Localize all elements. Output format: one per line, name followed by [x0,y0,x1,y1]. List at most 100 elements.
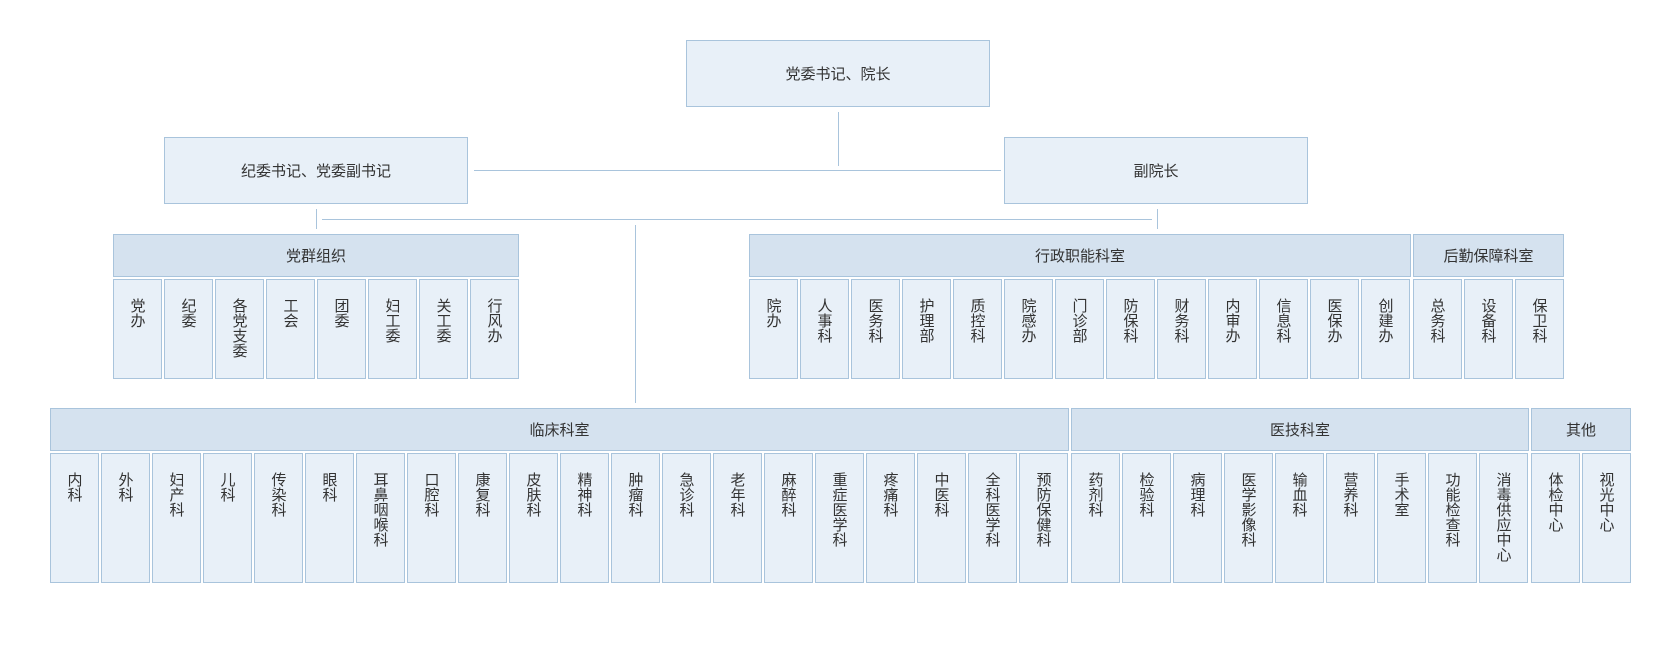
group-title: 后勤保障科室 [1443,247,1534,265]
group-title: 临床科室 [529,421,590,439]
department-label: 病理科 [1188,472,1207,517]
left-leader-label: 纪委书记、党委副书记 [240,162,391,180]
department-label: 输血科 [1290,472,1309,517]
department-label: 体检中心 [1546,472,1565,532]
left-leader-box: 纪委书记、党委副书记 [164,137,468,204]
top-leader-box: 党委书记、院长 [686,40,990,107]
department-label: 纪委 [179,298,198,328]
department-label: 重症医学科 [830,472,849,547]
department-cell: 妇产科 [152,453,201,583]
department-cell: 医务科 [851,279,900,379]
department-label: 财务科 [1172,298,1191,343]
department-label: 妇工委 [383,298,402,343]
department-cell: 功能检查科 [1428,453,1477,583]
department-label: 老年科 [728,472,747,517]
department-cell: 药剂科 [1071,453,1120,583]
connector-right-leader-down [1157,209,1158,229]
department-cell: 眼科 [305,453,354,583]
right-leader-label: 副院长 [1133,162,1179,180]
group-title: 行政职能科室 [1034,247,1125,265]
department-cell: 人事科 [800,279,849,379]
department-cell: 麻醉科 [764,453,813,583]
connector-left-leader-down [316,209,317,229]
department-cell: 输血科 [1275,453,1324,583]
department-label: 党办 [128,298,147,328]
department-label: 护理部 [917,298,936,343]
department-label: 儿科 [218,472,237,502]
department-label: 药剂科 [1086,472,1105,517]
connector-top-vertical [838,112,839,166]
department-cell: 团委 [317,279,366,379]
group-title: 党群组织 [285,247,346,265]
right-leader-box: 副院长 [1004,137,1308,204]
department-cell: 内审办 [1208,279,1257,379]
department-label: 功能检查科 [1443,472,1462,547]
department-cell: 耳鼻咽喉科 [356,453,405,583]
department-label: 行风办 [485,298,504,343]
group-header-admin-depts: 行政职能科室 [749,234,1411,277]
department-cell: 口腔科 [407,453,456,583]
department-label: 预防保健科 [1034,472,1053,547]
department-cell: 总务科 [1413,279,1462,379]
department-cell: 院办 [749,279,798,379]
department-label: 门诊部 [1070,298,1089,343]
department-cell: 肿瘤科 [611,453,660,583]
department-cell: 外科 [101,453,150,583]
department-label: 内审办 [1223,298,1242,343]
connector-middle-horizontal [322,219,1152,220]
department-cell: 防保科 [1106,279,1155,379]
department-cell: 院感办 [1004,279,1053,379]
department-label: 人事科 [815,298,834,343]
department-cell: 医保办 [1310,279,1359,379]
department-label: 急诊科 [677,472,696,517]
department-cell: 营养科 [1326,453,1375,583]
department-cell: 信息科 [1259,279,1308,379]
department-label: 外科 [116,472,135,502]
department-label: 各党支委 [230,298,249,358]
department-cell: 妇工委 [368,279,417,379]
department-cell: 皮肤科 [509,453,558,583]
department-label: 肿瘤科 [626,472,645,517]
department-cell: 党办 [113,279,162,379]
department-label: 设备科 [1479,298,1498,343]
department-label: 皮肤科 [524,472,543,517]
connector-middle-vertical [635,225,636,403]
department-label: 麻醉科 [779,472,798,517]
department-label: 防保科 [1121,298,1140,343]
department-cell: 康复科 [458,453,507,583]
department-cell: 预防保健科 [1019,453,1068,583]
department-label: 眼科 [320,472,339,502]
department-label: 总务科 [1428,298,1447,343]
department-label: 内科 [65,472,84,502]
department-label: 妇产科 [167,472,186,517]
group-header-logistics-depts: 后勤保障科室 [1413,234,1564,277]
department-label: 院办 [764,298,783,328]
department-label: 全科医学科 [983,472,1002,547]
department-cell: 各党支委 [215,279,264,379]
department-cell: 内科 [50,453,99,583]
department-label: 质控科 [968,298,987,343]
department-label: 疼痛科 [881,472,900,517]
group-title: 其他 [1565,421,1596,439]
connector-leaders-horizontal [474,170,1001,171]
department-label: 中医科 [932,472,951,517]
department-cell: 门诊部 [1055,279,1104,379]
department-cell: 中医科 [917,453,966,583]
department-cell: 手术室 [1377,453,1426,583]
department-label: 营养科 [1341,472,1360,517]
department-label: 视光中心 [1597,472,1616,532]
department-label: 信息科 [1274,298,1293,343]
department-cell: 视光中心 [1582,453,1631,583]
department-label: 医务科 [866,298,885,343]
group-header-clinical-depts: 临床科室 [50,408,1069,451]
top-leader-label: 党委书记、院长 [785,65,891,83]
group-header-medtech-depts: 医技科室 [1071,408,1529,451]
department-cell: 纪委 [164,279,213,379]
group-header-party-orgs: 党群组织 [113,234,519,277]
department-cell: 检验科 [1122,453,1171,583]
department-label: 团委 [332,298,351,328]
department-label: 耳鼻咽喉科 [371,472,390,547]
group-title: 医技科室 [1269,421,1330,439]
department-label: 消毒供应中心 [1494,472,1513,562]
